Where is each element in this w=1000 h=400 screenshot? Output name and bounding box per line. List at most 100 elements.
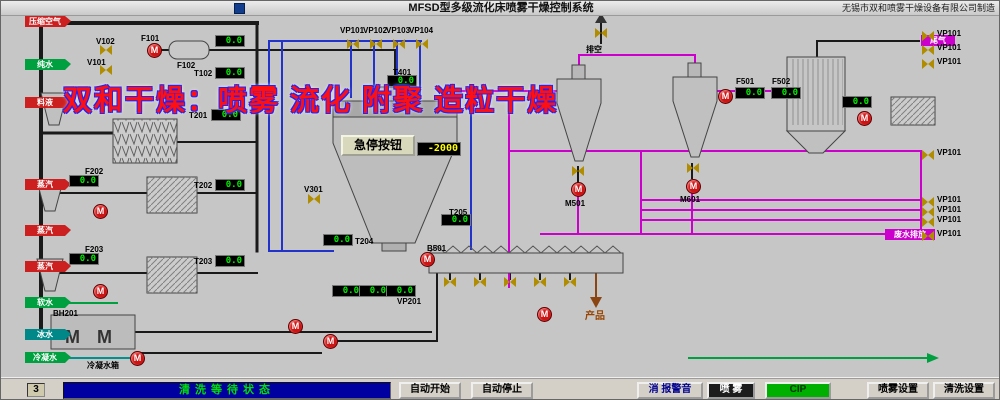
vacuum-value-display: -2000 bbox=[417, 142, 461, 156]
page-number-box[interactable]: 3 bbox=[27, 383, 45, 397]
equipment-tag: VP201 bbox=[397, 297, 422, 306]
pump-motor-icon: M bbox=[130, 351, 145, 366]
button-auto-start[interactable]: 自动开始 bbox=[399, 382, 461, 399]
feed-label: 纯水 bbox=[25, 59, 71, 70]
value-display: 0.0 bbox=[215, 67, 245, 79]
valve-icon bbox=[100, 65, 112, 75]
equipment-tag: VP101 bbox=[937, 29, 962, 38]
pump-motor-icon: M bbox=[718, 89, 733, 104]
equipment-tag: 冷凝水箱 bbox=[87, 361, 119, 370]
value-display: 0.0 bbox=[842, 96, 872, 108]
equipment-tag: M601 bbox=[680, 195, 701, 204]
valve-icon bbox=[416, 39, 428, 49]
pump-motor-icon: M bbox=[93, 284, 108, 299]
emergency-stop-button[interactable]: 急停按钮 bbox=[341, 135, 415, 156]
valve-icon bbox=[922, 217, 934, 227]
title-bar: MFSD型多级流化床喷雾干燥控制系统 无锡市双和喷雾干燥设备有限公司制造 bbox=[1, 1, 999, 16]
feed-label: 蒸汽 bbox=[25, 225, 71, 236]
equipment-tag: T205 bbox=[449, 208, 468, 217]
equipment-tag: VP101 bbox=[937, 195, 962, 204]
equipment-tag: VP101 bbox=[937, 205, 962, 214]
equipment-tag: V102 bbox=[96, 37, 115, 46]
equipment-tag: BH201 bbox=[53, 309, 78, 318]
button-spray[interactable]: 喷 雾 bbox=[707, 382, 755, 399]
equipment-tag: VP104 bbox=[409, 26, 434, 35]
value-display: 0.0 bbox=[332, 285, 362, 297]
page-title: MFSD型多级流化床喷雾干燥控制系统 bbox=[408, 2, 594, 14]
equipment-tag: M501 bbox=[565, 199, 586, 208]
equipment-tag: F502 bbox=[772, 77, 791, 86]
feed-arrow-icon bbox=[65, 352, 71, 363]
valve-icon bbox=[474, 277, 486, 287]
feed-label: 冰水 bbox=[25, 329, 71, 340]
button-spray-settings[interactable]: 喷雾设置 bbox=[867, 382, 929, 399]
pump-motor-icon: M bbox=[147, 43, 162, 58]
equipment-tag: F102 bbox=[177, 61, 196, 70]
app-icon bbox=[234, 3, 245, 14]
valve-icon bbox=[370, 39, 382, 49]
equipment-tag: F501 bbox=[736, 77, 755, 86]
equipment-tag: T202 bbox=[194, 181, 213, 190]
equipment-tag: T201 bbox=[189, 111, 208, 120]
value-display: 0.0 bbox=[323, 234, 353, 246]
equipment-tag: B501 bbox=[427, 244, 447, 253]
pump-motor-icon: M bbox=[571, 182, 586, 197]
equipment-tag: V101 bbox=[87, 58, 106, 67]
value-display: 0.0 bbox=[441, 214, 471, 226]
valve-icon bbox=[444, 277, 456, 287]
feed-arrow-icon bbox=[65, 297, 71, 308]
valve-icon bbox=[922, 231, 934, 241]
pump-motor-icon: M bbox=[288, 319, 303, 334]
button-cip[interactable]: CIP bbox=[765, 382, 831, 399]
feed-arrow-icon bbox=[65, 97, 71, 108]
equipment-tag: VP101 bbox=[937, 215, 962, 224]
value-display: 0.0 bbox=[215, 35, 245, 47]
equipment-tag: T203 bbox=[194, 257, 213, 266]
button-clean-settings[interactable]: 清洗设置 bbox=[933, 382, 995, 399]
equipment-tag: VP101 bbox=[937, 57, 962, 66]
io-label: 尾气 bbox=[921, 35, 955, 46]
button-mute-alarm[interactable]: 消 报警音 bbox=[637, 382, 703, 399]
feed-label: 料液 bbox=[25, 97, 71, 108]
pump-motor-icon: M bbox=[93, 204, 108, 219]
value-display: 0.0 bbox=[69, 175, 99, 187]
valve-icon bbox=[572, 166, 584, 176]
valve-icon bbox=[504, 277, 516, 287]
pump-motor-icon: M bbox=[420, 252, 435, 267]
value-display: 0.0 bbox=[771, 87, 801, 99]
valve-icon bbox=[922, 31, 934, 41]
pump-motor-icon: M bbox=[323, 334, 338, 349]
valve-icon bbox=[922, 150, 934, 160]
feed-label: 冷凝水 bbox=[25, 352, 71, 363]
feed-arrow-icon bbox=[65, 329, 71, 340]
equipment-tag: F101 bbox=[141, 34, 160, 43]
value-display: 0.0 bbox=[735, 87, 765, 99]
equipment-tag: 产品 bbox=[585, 311, 605, 322]
pump-motor-icon: M bbox=[537, 307, 552, 322]
feed-label: 蒸汽 bbox=[25, 179, 71, 190]
equipment-tag: T102 bbox=[194, 69, 213, 78]
equipment-tag: VP101 bbox=[937, 229, 962, 238]
feed-arrow-icon bbox=[65, 261, 71, 272]
button-auto-stop[interactable]: 自动停止 bbox=[471, 382, 533, 399]
feed-arrow-icon bbox=[65, 59, 71, 70]
value-display: 0.0 bbox=[211, 109, 241, 121]
equipment-tag: T401 bbox=[393, 68, 412, 77]
valve-icon bbox=[687, 163, 699, 173]
valve-icon bbox=[922, 45, 934, 55]
equipment-tag: T204 bbox=[355, 237, 374, 246]
valve-icon bbox=[922, 59, 934, 69]
feed-label: 软水 bbox=[25, 297, 71, 308]
feed-label: 蒸汽 bbox=[25, 261, 71, 272]
io-label: 废水排放 bbox=[885, 229, 935, 240]
equipment-tag: V301 bbox=[304, 185, 323, 194]
value-display: 0.0 bbox=[215, 255, 245, 267]
svg-text:M: M bbox=[97, 327, 112, 347]
equipment-tag: 排空 bbox=[586, 45, 602, 54]
feed-label: 压缩空气 bbox=[25, 16, 71, 27]
valve-icon bbox=[564, 277, 576, 287]
value-display: 0.0 bbox=[387, 75, 417, 87]
